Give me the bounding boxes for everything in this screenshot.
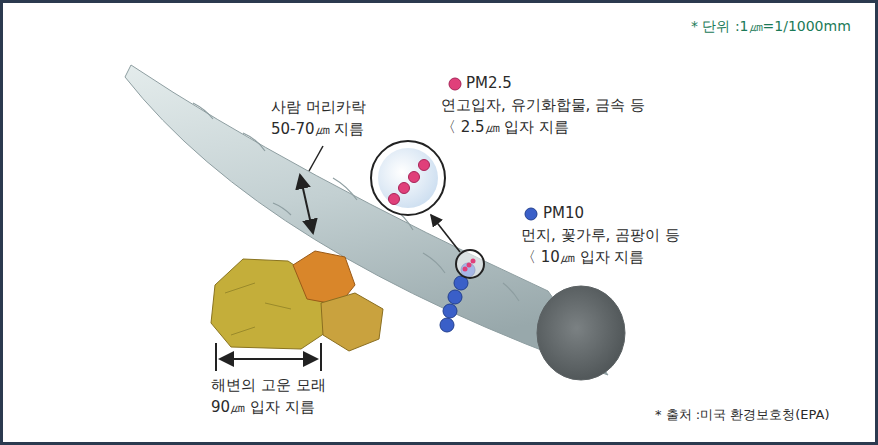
pm25-size: 〈 2.5㎛ 입자 지름 — [441, 117, 569, 137]
pm10-title: PM10 — [543, 203, 584, 223]
pm10-examples: 먼지, 꽃가루, 곰팡이 등 — [521, 225, 680, 245]
illustration — [3, 3, 875, 442]
sand-dimension: 90㎛ 입자 지름 — [211, 397, 315, 417]
hair-label: 사람 머리카락 — [271, 97, 366, 117]
pm25-examples: 연고입자, 유기화합물, 금속 등 — [441, 95, 645, 115]
pm25-title: PM2.5 — [466, 73, 512, 93]
sand-label: 해변의 고운 모래 — [211, 375, 326, 395]
unit-note: * 단위 :1㎛=1/1000mm — [691, 16, 851, 36]
pm10-size: 〈 10㎛ 입자 지름 — [521, 247, 644, 267]
hair-dimension: 50-70㎛ 지름 — [271, 119, 364, 139]
source-note: * 출처 :미국 환경보호청(EPA) — [655, 405, 830, 425]
